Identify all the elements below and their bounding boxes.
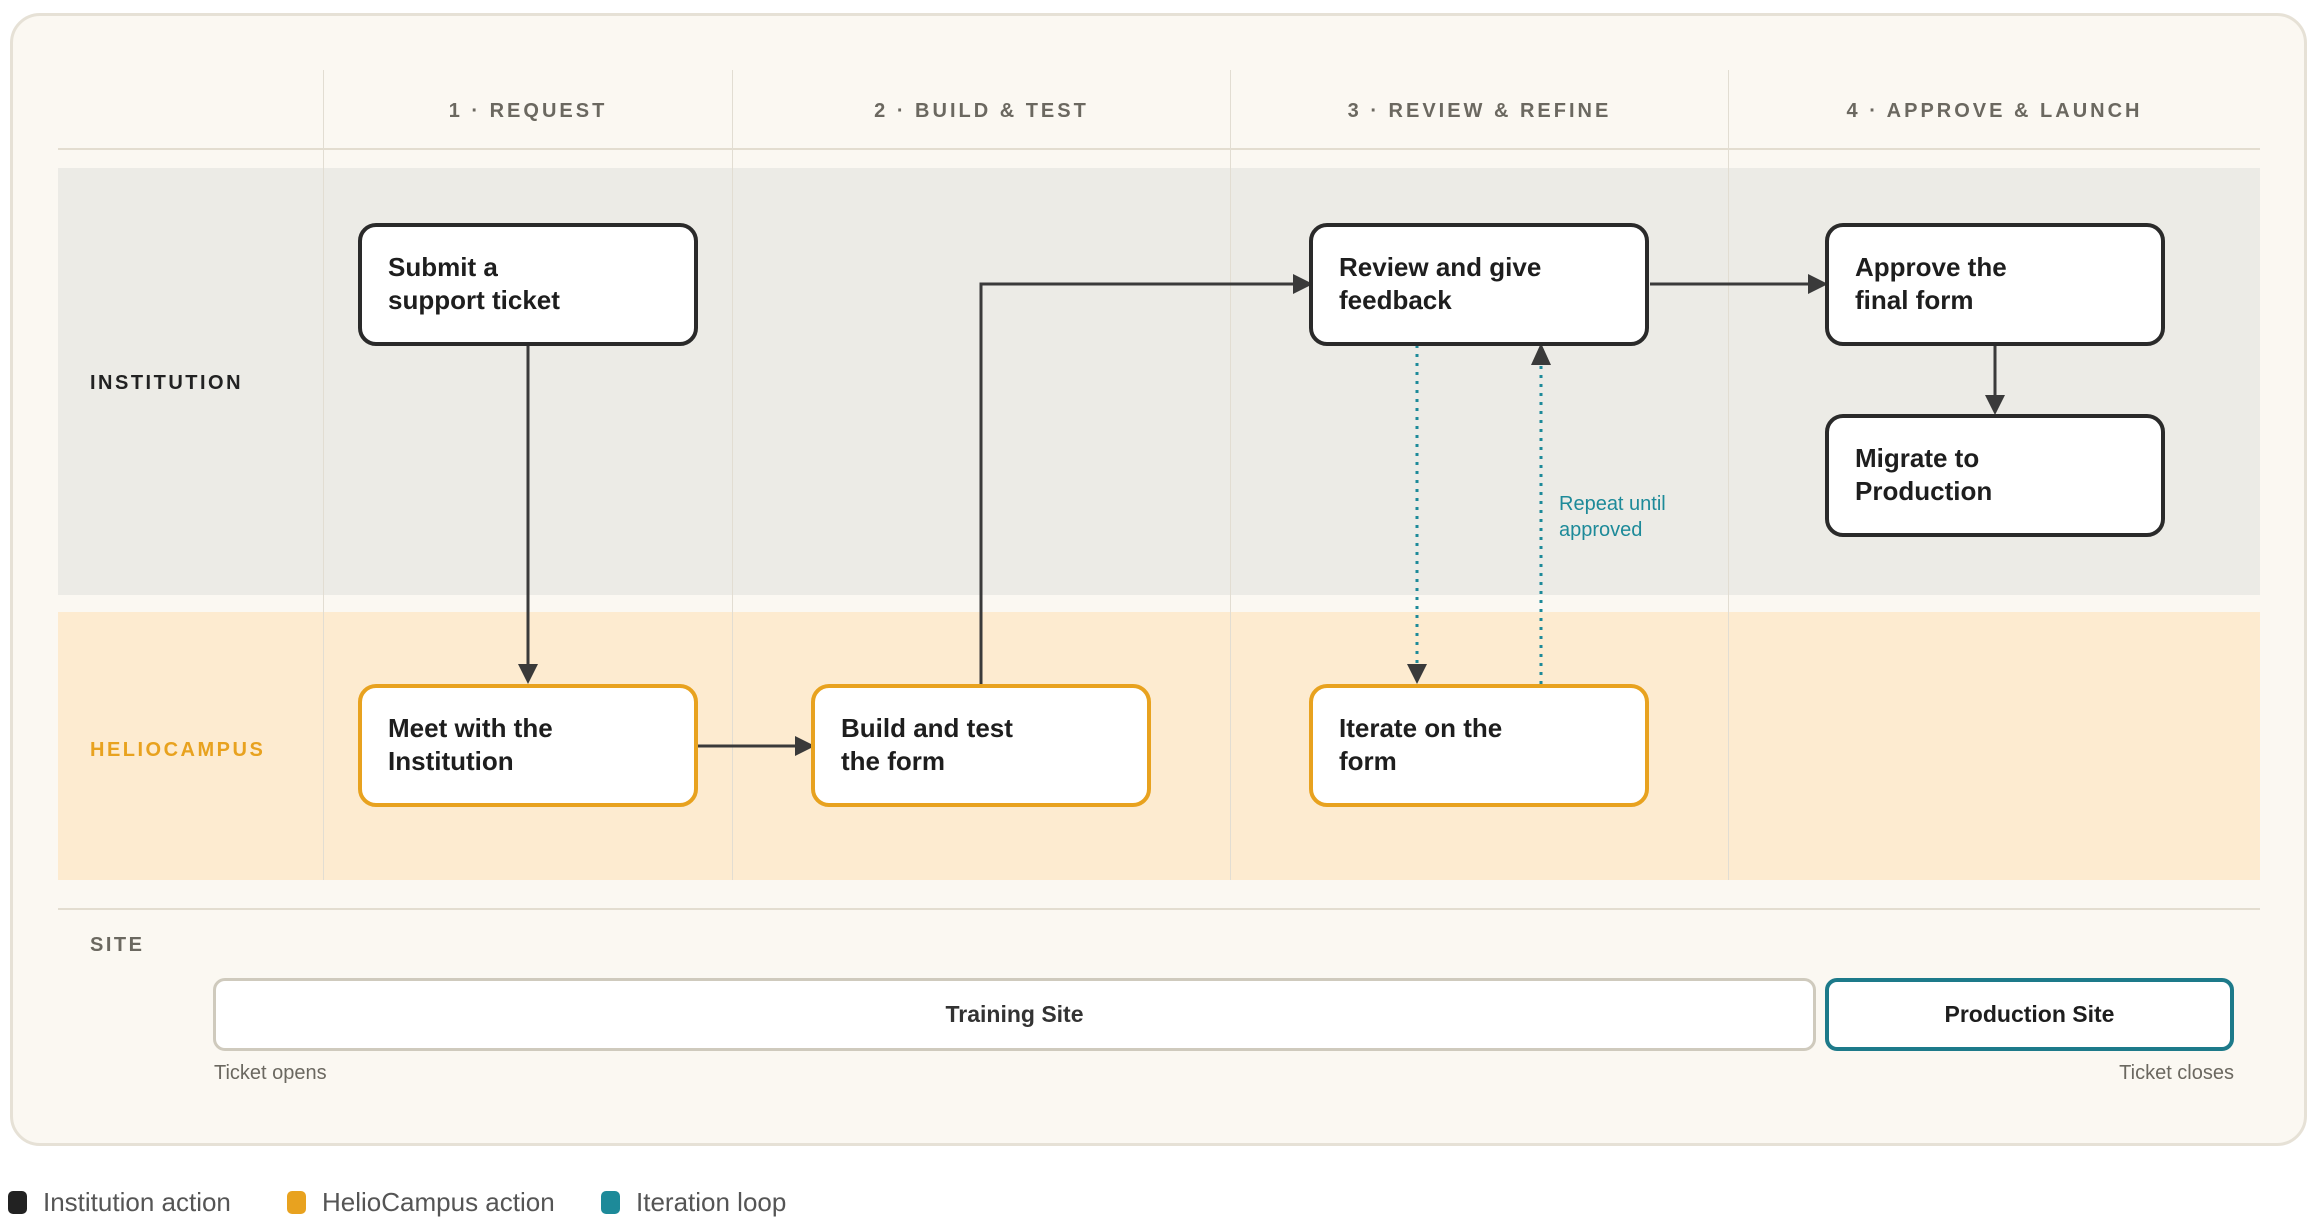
lane-label-institution: INSTITUTION	[90, 372, 244, 394]
column-line	[1230, 70, 1231, 880]
legend-swatch	[8, 1191, 27, 1214]
header-divider	[58, 148, 2260, 150]
step-text: Iterate on the	[1339, 713, 1503, 743]
loop-note-line: approved	[1559, 519, 1643, 541]
legend-swatch	[287, 1191, 306, 1214]
step-text: final form	[1855, 285, 1974, 315]
column-line	[732, 70, 733, 880]
lane-label-heliocampus: HELIOCAMPUS	[90, 739, 266, 761]
step-review-feedback: Review and give feedback	[1309, 223, 1649, 346]
training-site-bar: Training Site	[213, 978, 1816, 1051]
column-line	[1728, 70, 1729, 880]
legend-institution: Institution action	[8, 1187, 231, 1218]
production-site-bar: Production Site	[1825, 978, 2234, 1051]
step-text: Production	[1855, 476, 1993, 506]
site-divider	[58, 908, 2260, 910]
loop-note-line: Repeat until	[1559, 493, 1666, 515]
step-text: Submit a	[388, 252, 498, 282]
step-text: Migrate to	[1855, 443, 1980, 473]
step-build: Build and test the form	[811, 684, 1151, 807]
column-line	[323, 70, 324, 880]
step-text: Approve the	[1855, 252, 2007, 282]
step-migrate: Migrate to Production	[1825, 414, 2165, 537]
loop-note: Repeat until approved	[1559, 491, 1666, 543]
legend-heliocampus: HelioCampus action	[287, 1187, 555, 1218]
phase-header-approve-launch: 4 · APPROVE & LAUNCH	[1846, 100, 2143, 122]
step-text: Meet with the	[388, 713, 553, 743]
step-text: Review and give	[1339, 252, 1542, 282]
step-text: feedback	[1339, 285, 1452, 315]
phase-header-request: 1 · REQUEST	[448, 100, 608, 122]
step-meet: Meet with the Institution	[358, 684, 698, 807]
site-label: SITE	[90, 934, 145, 956]
legend-label: HelioCampus action	[322, 1187, 555, 1217]
legend-iteration: Iteration loop	[601, 1187, 786, 1218]
step-text: the form	[841, 746, 945, 776]
step-text: form	[1339, 746, 1397, 776]
legend-label: Iteration loop	[636, 1187, 787, 1217]
step-text: Institution	[388, 746, 514, 776]
arrow-build-to-review	[979, 282, 1293, 685]
phase-header-review-refine: 3 · REVIEW & REFINE	[1347, 100, 1612, 122]
ticket-opens-note: Ticket opens	[214, 1062, 327, 1084]
phase-header-build-test: 2 · BUILD & TEST	[874, 100, 1089, 122]
step-approve-form: Approve the final form	[1825, 223, 2165, 346]
ticket-closes-note: Ticket closes	[2119, 1062, 2234, 1084]
step-submit-ticket: Submit a support ticket	[358, 223, 698, 346]
legend-label: Institution action	[43, 1187, 231, 1217]
step-iterate: Iterate on the form	[1309, 684, 1649, 807]
step-text: support ticket	[388, 285, 560, 315]
legend-swatch	[601, 1191, 620, 1214]
step-text: Build and test	[841, 713, 1013, 743]
